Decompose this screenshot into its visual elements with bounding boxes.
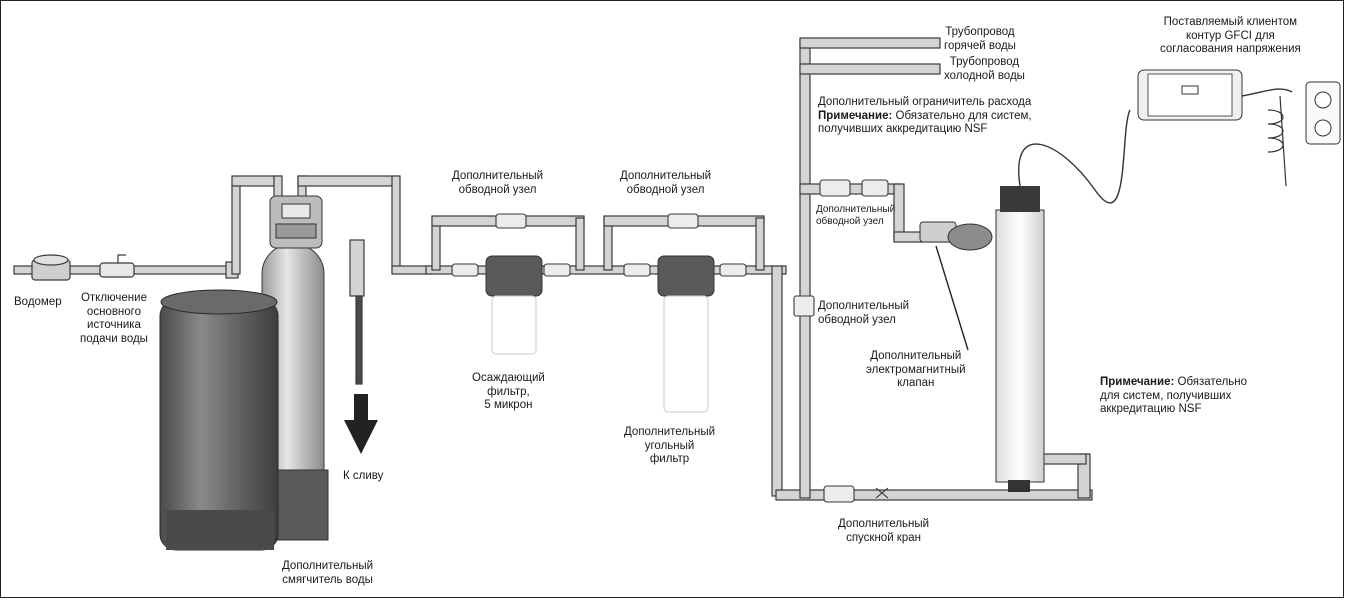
label-line: спускной кран	[846, 531, 921, 544]
label-carbon-filter: Дополнительный угольный фильтр	[624, 426, 715, 467]
label-gfci: Поставляемый клиентом контур GFCI для со…	[1160, 16, 1301, 57]
label-line: обводной узел	[458, 183, 537, 196]
label-line: получивших аккредитацию NSF	[818, 123, 988, 135]
label-bypass-vertical: Дополнительный обводной узел	[818, 300, 909, 327]
label-line: угольный	[644, 439, 695, 452]
label-line: Отключение	[80, 292, 147, 304]
label-line: подачи воды	[80, 332, 148, 345]
solenoid-valve	[919, 221, 993, 351]
label-drain-valve: Дополнительный спускной кран	[838, 518, 929, 545]
water-meter-icon	[31, 254, 71, 281]
label-line: Дополнительный	[838, 518, 930, 530]
uv-sterilizer	[995, 109, 1131, 492]
label-softener: Дополнительный смягчитель воды	[282, 560, 373, 587]
note-text: Обязательно	[1177, 376, 1248, 388]
label-line: Дополнительный ограничитель расхода	[818, 96, 1032, 108]
softener-control-head	[269, 195, 323, 249]
label-line: смягчитель воды	[282, 573, 373, 586]
label-line: холодной воды	[944, 69, 1025, 82]
label-bypass-1: Дополнительный обводной узел	[452, 170, 543, 197]
note-bold: Примечание:	[818, 109, 893, 122]
label-line: обводной узел	[818, 313, 896, 326]
carbon-filter	[657, 255, 715, 413]
label-line: Дополнительный	[624, 426, 716, 438]
label-line: 5 микрон	[484, 399, 533, 411]
label-nsf-note: Примечание: Обязательно для систем, полу…	[1100, 376, 1247, 417]
note-bold: Примечание:	[1100, 376, 1175, 388]
shutoff-valve-icon	[99, 254, 135, 278]
softener-pipes	[231, 175, 433, 385]
label-line: фильтр,	[487, 385, 530, 398]
label-line: обводной узел	[816, 216, 884, 227]
gfci-controller	[1137, 69, 1293, 187]
label-cold-pipe: Трубопровод холодной воды	[944, 56, 1025, 83]
water-softener	[159, 243, 329, 551]
bypass-valve-icons	[451, 213, 747, 277]
label-line: согласования напряжения	[1160, 43, 1301, 55]
label-line: Трубопровод	[949, 56, 1020, 68]
label-line: контур GFCI для	[1185, 29, 1275, 42]
label-line: Дополнительный	[452, 170, 544, 182]
label-line: источника	[87, 319, 141, 331]
sediment-filter	[485, 255, 543, 355]
label-line: Осаждающий	[472, 372, 545, 384]
label-line: для систем, получивших	[1100, 389, 1232, 402]
label-hot-pipe: Трубопровод горячей воды	[944, 26, 1016, 53]
label-line: аккредитацию NSF	[1100, 403, 1202, 415]
label-line: Трубопровод	[945, 26, 1015, 38]
nsf-note-line: Примечание: Обязательно	[1100, 376, 1247, 390]
note-text: Обязательно для систем,	[895, 109, 1032, 122]
label-line: Дополнительный	[282, 560, 374, 572]
label-bypass-2: Дополнительный обводной узел	[620, 170, 711, 197]
label-line: клапан	[897, 377, 935, 389]
label-sediment-filter: Осаждающий фильтр, 5 микрон	[472, 372, 545, 413]
label-line: Дополнительный	[818, 300, 910, 312]
label-line: Дополнительный	[870, 350, 962, 362]
label-line: электромагнитный	[866, 363, 966, 376]
label-main-shutoff: Отключение основного источника подачи во…	[80, 292, 148, 346]
label-flow-restrictor: Дополнительный ограничитель расхода Прим…	[818, 96, 1032, 137]
riser-valve-icons	[793, 179, 889, 503]
label-line: основного	[86, 305, 142, 318]
gfci-outlet-icon	[1305, 81, 1341, 145]
label-line: Дополнительный	[620, 170, 712, 182]
label-water-meter: Водомер	[14, 296, 62, 308]
label-line: фильтр	[649, 453, 690, 465]
label-solenoid: Дополнительный электромагнитный клапан	[866, 350, 966, 391]
label-line: Поставляемый клиентом	[1163, 16, 1298, 28]
label-bypass-uv: Дополнительный обводной узел	[816, 204, 895, 228]
flow-note-line: Примечание: Обязательно для систем,	[818, 110, 1032, 124]
label-line: горячей воды	[944, 39, 1016, 52]
label-drain: К сливу	[343, 470, 384, 482]
label-line: обводной узел	[626, 183, 705, 196]
label-line: Дополнительный	[816, 204, 896, 215]
drain-arrow-icon	[344, 394, 378, 454]
filter-pipes	[425, 215, 787, 497]
